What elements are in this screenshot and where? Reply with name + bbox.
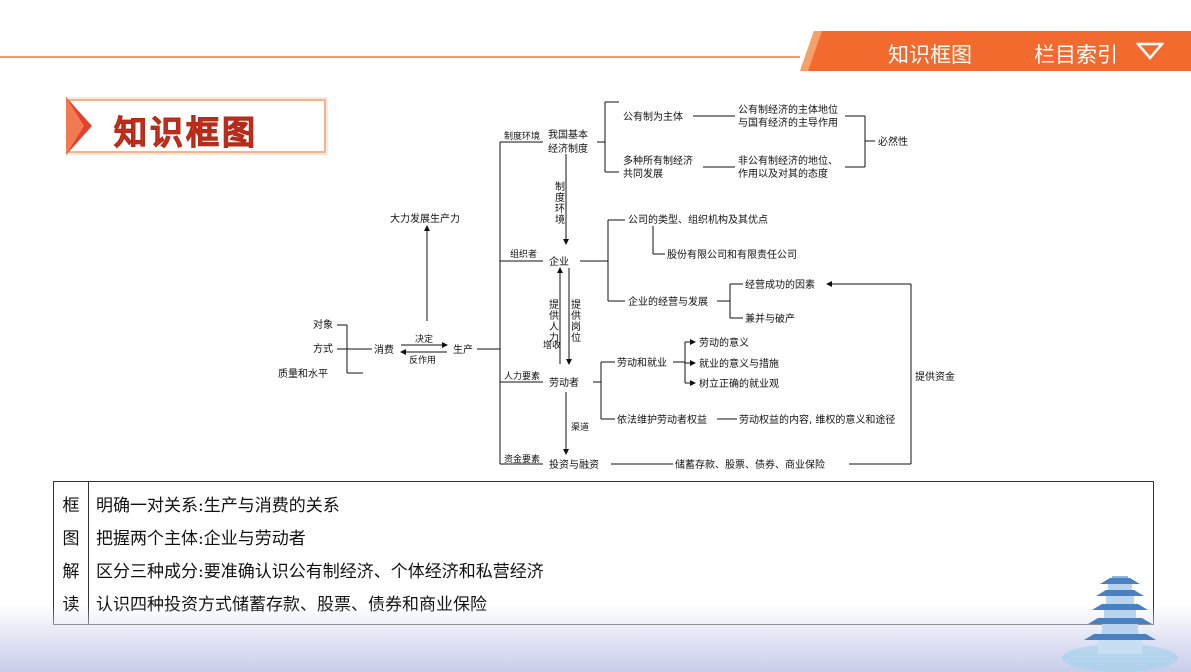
nonpublic-desc-line1: 非公有制经济的地位、 <box>738 154 838 167</box>
enterprise-operation-label: 企业的经营与发展 <box>628 295 708 308</box>
enterprise-node: 企业 <box>549 255 569 268</box>
interpretation-side-label: 框 图 解 读 <box>54 482 89 624</box>
joint-stock-label: 股份有限公司和有限责任公司 <box>667 248 797 261</box>
nav-column-index-button[interactable]: 栏目索引 <box>1034 43 1118 67</box>
multi-ownership-line2: 共同发展 <box>623 167 663 180</box>
public-main-desc-line2: 与国有经济的主导作用 <box>738 116 838 129</box>
provide-jobs-vertical-label: 提供岗位 <box>571 299 581 344</box>
labor-meaning-label: 劳动的意义 <box>699 336 749 349</box>
public-main-desc-line1: 公有制经济的主体地位 <box>738 103 838 116</box>
interpretation-line: 区分三种成分:要准确认识公有制经济、个体经济和私营经济 <box>96 562 544 582</box>
employment-meaning-label: 就业的意义与措施 <box>699 357 779 370</box>
title-banner-background <box>66 97 328 155</box>
side-char: 框 <box>62 496 80 516</box>
laborer-node: 劳动者 <box>549 376 579 389</box>
provide-labor-vertical-label: 提供人力 <box>549 299 559 344</box>
consumption-quality-label: 质量和水平 <box>278 368 328 380</box>
framework-interpretation-box: 框 图 解 读 明确一对关系:生产与消费的关系 把握两个主体:企业与劳动者 区分… <box>53 481 1154 625</box>
top-nav-background <box>800 31 1191 71</box>
merger-bankruptcy-label: 兼并与破产 <box>745 312 795 325</box>
system-env-vertical-label: 制度环境 <box>555 180 565 226</box>
system-env-branch-label: 制度环境 <box>504 130 540 142</box>
basic-system-node-line2: 经济制度 <box>548 142 588 155</box>
labor-rights-label: 依法维护劳动者权益 <box>617 413 707 426</box>
pagoda-decoration-icon <box>1062 576 1178 672</box>
public-main-node: 公有制为主体 <box>623 110 683 123</box>
top-nav-bar: 知识框图 栏目索引 <box>800 31 1191 71</box>
labor-factor-branch-label: 人力要素 <box>504 370 540 382</box>
labor-employment-label: 劳动和就业 <box>617 356 667 369</box>
dropdown-triangle-icon[interactable] <box>1136 42 1164 62</box>
nonpublic-desc-line2: 作用以及对其的态度 <box>738 167 828 180</box>
necessity-node: 必然性 <box>878 135 908 148</box>
page-title: 知识框图 <box>114 113 258 153</box>
investment-node: 投资与融资 <box>549 458 599 471</box>
interpretation-line: 明确一对关系:生产与消费的关系 <box>96 496 340 516</box>
consumption-object-label: 对象 <box>313 318 333 331</box>
success-factors-label: 经营成功的因素 <box>745 278 815 291</box>
react-label: 反作用 <box>409 354 436 366</box>
mindmap-lines <box>337 101 912 465</box>
nav-knowledge-framework-button[interactable]: 知识框图 <box>888 43 972 67</box>
channel-label: 渠道 <box>571 421 589 433</box>
consumption-node: 消费 <box>374 343 394 356</box>
basic-system-node-line1: 我国基本 <box>548 128 588 141</box>
labor-rights-content-label: 劳动权益的内容, 维权的意义和途径 <box>739 413 895 426</box>
interpretation-line: 把握两个主体:企业与劳动者 <box>96 529 306 549</box>
side-char: 解 <box>62 562 80 582</box>
company-types-label: 公司的类型、组织机构及其优点 <box>628 213 768 226</box>
income-label: 增收 <box>543 339 561 351</box>
capital-factor-branch-label: 资金要素 <box>504 453 540 465</box>
organizer-branch-label: 组织者 <box>510 248 537 260</box>
production-node: 生产 <box>453 343 473 356</box>
provide-funds-label: 提供资金 <box>915 370 955 383</box>
multi-ownership-line1: 多种所有制经济 <box>623 154 693 167</box>
investment-methods-label: 储蓄存款、股票、债券、商业保险 <box>675 458 825 471</box>
side-char: 图 <box>62 529 80 549</box>
footer-decoration <box>0 605 1191 672</box>
decide-label: 决定 <box>415 333 433 345</box>
section-title-block: 知识框图 <box>66 97 328 155</box>
consumption-method-label: 方式 <box>313 342 333 355</box>
develop-productivity-label: 大力发展生产力 <box>390 212 460 225</box>
knowledge-mindmap: 大力发展生产力 对象 方式 质量和水平 消费 决定 反作用 生产 制度环境 组织… <box>278 101 955 471</box>
header-divider-line <box>0 56 800 58</box>
employment-view-label: 树立正确的就业观 <box>699 377 779 390</box>
